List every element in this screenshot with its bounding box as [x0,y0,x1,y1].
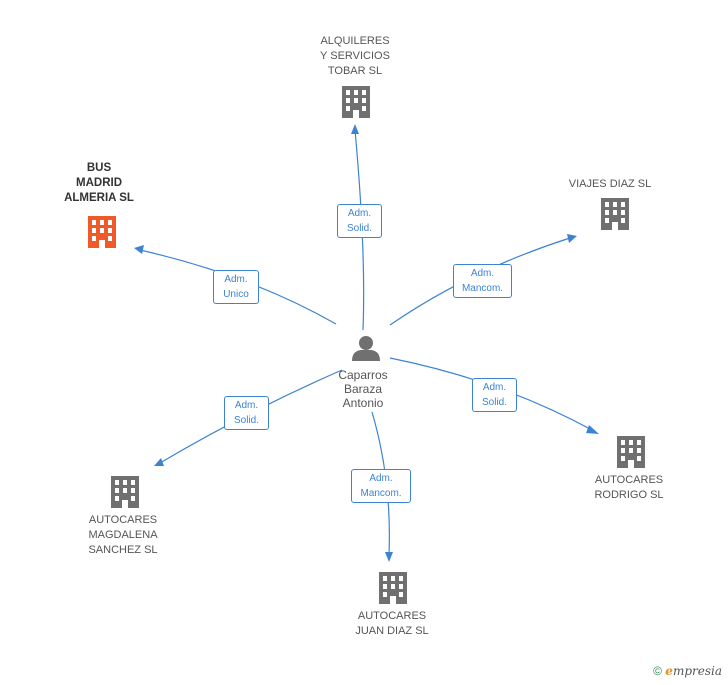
company-label-juan-diaz[interactable]: AUTOCARES JUAN DIAZ SL [355,610,429,637]
person-icon[interactable] [352,336,380,361]
company-label-viajes-diaz[interactable]: VIAJES DIAZ SL [568,178,652,190]
empresia-logo[interactable]: empresia [665,664,722,678]
relation-label-juan-diaz: Adm. Mancom. [351,469,411,503]
copyright-symbol: © [653,664,662,678]
building-icon-bus-madrid[interactable] [88,216,116,248]
relation-label-bus-madrid: Adm. Unico [213,270,259,304]
arrow-viajes-diaz [567,234,577,243]
edge-alquileres [354,129,365,331]
relation-label-magdalena: Adm. Solid. [224,396,269,430]
relation-label-rodrigo: Adm. Solid. [472,378,517,412]
relation-label-viajes-diaz: Adm. Mancom. [453,264,512,298]
arrow-rodrigo [586,425,599,434]
company-label-rodrigo[interactable]: AUTOCARES RODRIGO SL [594,474,664,501]
building-icon-rodrigo[interactable] [617,436,645,468]
company-label-alquileres[interactable]: ALQUILERES Y SERVICIOS TOBAR SL [320,35,390,77]
building-icon-viajes-diaz[interactable] [601,198,629,230]
company-label-bus-madrid[interactable]: BUS MADRID ALMERIA SL [64,162,134,204]
building-icon-alquileres[interactable] [342,86,370,118]
building-icon-magdalena[interactable] [111,476,139,508]
person-label[interactable]: Caparros Baraza Antonio [338,368,388,410]
arrow-juan [385,552,393,562]
building-icon-juan-diaz[interactable] [379,572,407,604]
arrow-alquileres [351,124,359,134]
company-label-magdalena[interactable]: AUTOCARES MAGDALENA SANCHEZ SL [88,514,158,556]
arrow-magdalena [154,458,164,466]
arrow-bus-madrid [134,245,144,254]
copyright-footer: © empresia [653,664,722,678]
relation-label-alquileres: Adm. Solid. [337,204,382,238]
